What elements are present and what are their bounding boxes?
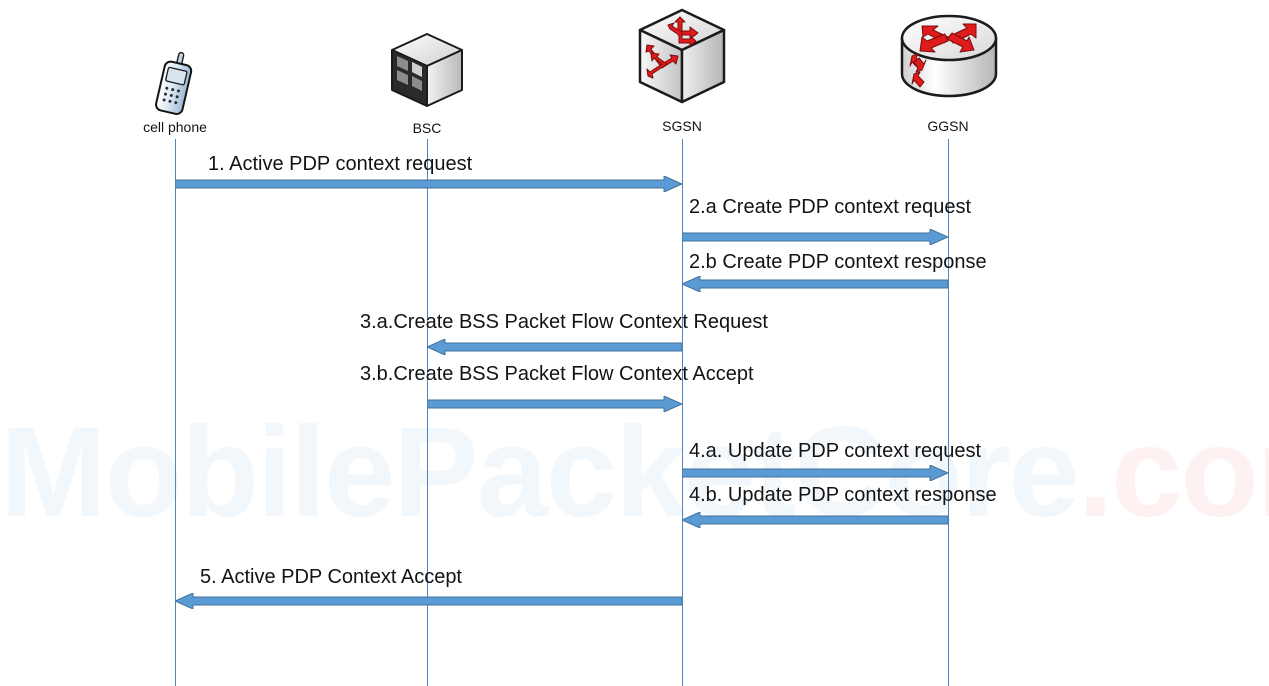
lifeline-bsc [427, 139, 428, 686]
message-label-4b: 4.b. Update PDP context response [689, 484, 997, 506]
message-label-3b: 3.b.Create BSS Packet Flow Context Accep… [360, 363, 754, 385]
lifeline-sgsn [682, 139, 683, 686]
message-label-3a: 3.a.Create BSS Packet Flow Context Reque… [360, 311, 768, 333]
node-label-sgsn: SGSN [662, 118, 702, 134]
message-arrow-2b [681, 275, 949, 293]
message-label-1: 1. Active PDP context request [208, 153, 473, 175]
message-arrow-3b [426, 395, 683, 413]
router-cylinder-icon [898, 12, 1000, 110]
watermark-secondary-text: .com [1077, 401, 1269, 544]
rack-cube-icon [386, 30, 468, 112]
message-label-4a: 4.a. Update PDP context request [689, 440, 982, 462]
message-arrow-4b [681, 511, 949, 529]
lifeline-ggsn [948, 139, 949, 686]
message-label-5: 5. Active PDP Context Accept [200, 566, 462, 588]
message-label-2b: 2.b Create PDP context response [689, 251, 987, 273]
mobile-phone-icon [144, 48, 206, 120]
node-label-bsc: BSC [412, 120, 442, 136]
switch-cube-icon [634, 6, 730, 112]
message-label-2a: 2.a Create PDP context request [689, 196, 972, 218]
node-label-cell-phone: cell phone [143, 119, 207, 135]
node-label-ggsn: GGSN [927, 118, 969, 134]
message-arrow-4a [681, 464, 949, 482]
lifeline-cell-phone [175, 139, 176, 686]
message-arrow-1 [174, 175, 683, 193]
message-arrow-2a [681, 228, 949, 246]
message-arrow-5 [174, 592, 683, 610]
message-arrow-3a [426, 338, 683, 356]
watermark: MobilePacketCore.com [0, 398, 1269, 548]
